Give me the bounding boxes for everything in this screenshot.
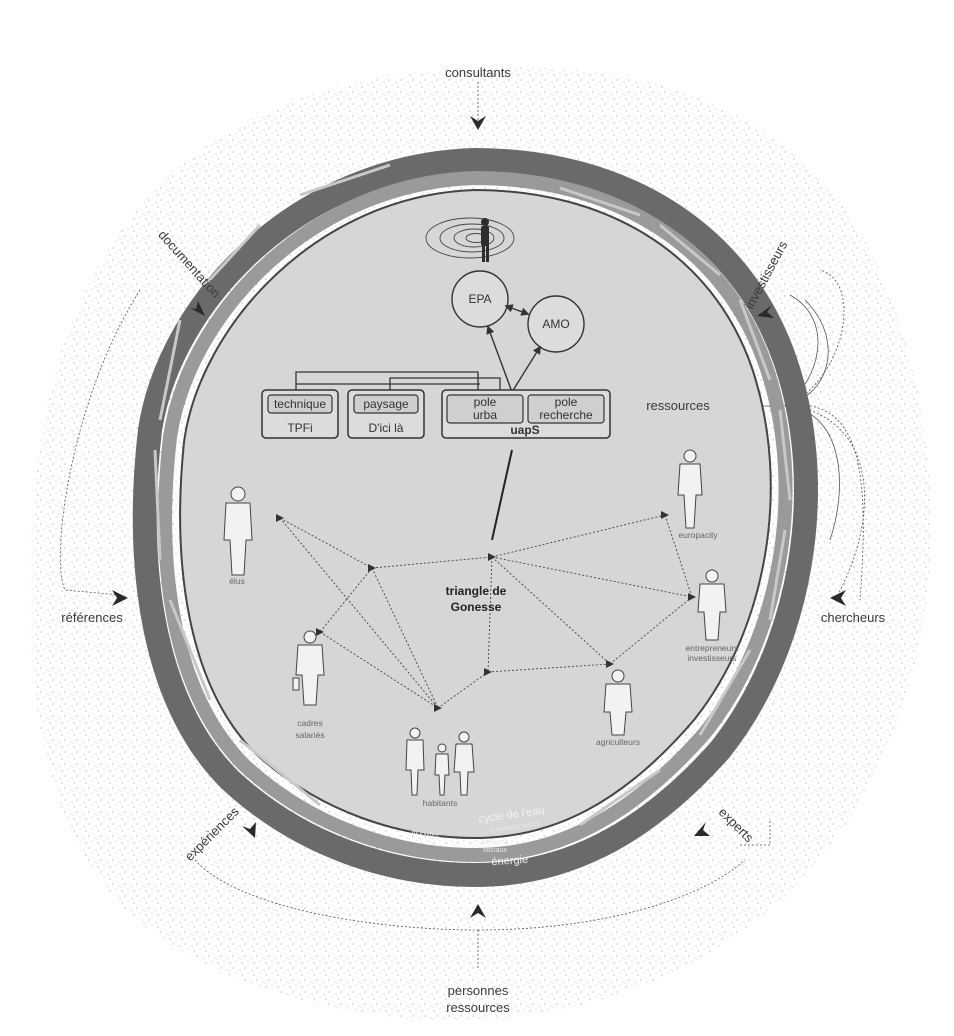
- ring-label-sociaux: sociaux: [483, 847, 507, 854]
- label-personnes-l2: ressources: [446, 1000, 510, 1015]
- elus-label: élus: [229, 576, 245, 586]
- center-label-line1: triangle de: [446, 584, 507, 598]
- box-uaps: pole urba pole recherche uapS: [442, 390, 610, 438]
- box-uaps-pole-urba-l2: urba: [473, 408, 497, 422]
- box-dici-label: D'ici là: [369, 421, 404, 435]
- label-consultants: consultants: [445, 65, 511, 80]
- box-tpfi-inner: technique: [274, 397, 326, 411]
- box-uaps-label: uapS: [510, 423, 539, 437]
- observer-person-icon: [481, 218, 489, 262]
- label-chercheurs: chercheurs: [821, 610, 886, 625]
- habitants-label: habitants: [423, 798, 458, 808]
- center-label-line2: Gonesse: [451, 600, 502, 614]
- box-uaps-pole-recherche-l1: pole: [555, 395, 578, 409]
- epa-label: EPA: [468, 292, 491, 306]
- amo-label: AMO: [542, 317, 569, 331]
- label-personnes-l1: personnes: [448, 983, 509, 998]
- label-ressources: ressources: [646, 398, 710, 413]
- entrepreneurs-label-l1: entrepreneurs: [686, 643, 739, 653]
- box-uaps-pole-urba-l1: pole: [474, 395, 497, 409]
- box-dici-inner: paysage: [363, 397, 409, 411]
- label-references: références: [61, 610, 123, 625]
- ring-label-energie: énergie: [491, 854, 528, 869]
- europacity-label: europacity: [678, 530, 718, 540]
- box-dici: paysage D'ici là: [348, 390, 424, 438]
- agriculteurs-label: agriculteurs: [596, 737, 640, 747]
- cadres-label-l1: cadres: [297, 718, 323, 728]
- box-tpfi-label: TPFi: [287, 421, 312, 435]
- ring-label-services: services: [482, 839, 508, 846]
- cadres-label-l2: salariés: [295, 730, 324, 740]
- box-tpfi: technique TPFi: [262, 390, 338, 438]
- entrepreneurs-label-l2: investisseurs: [687, 653, 736, 663]
- box-uaps-pole-recherche-l2: recherche: [539, 408, 593, 422]
